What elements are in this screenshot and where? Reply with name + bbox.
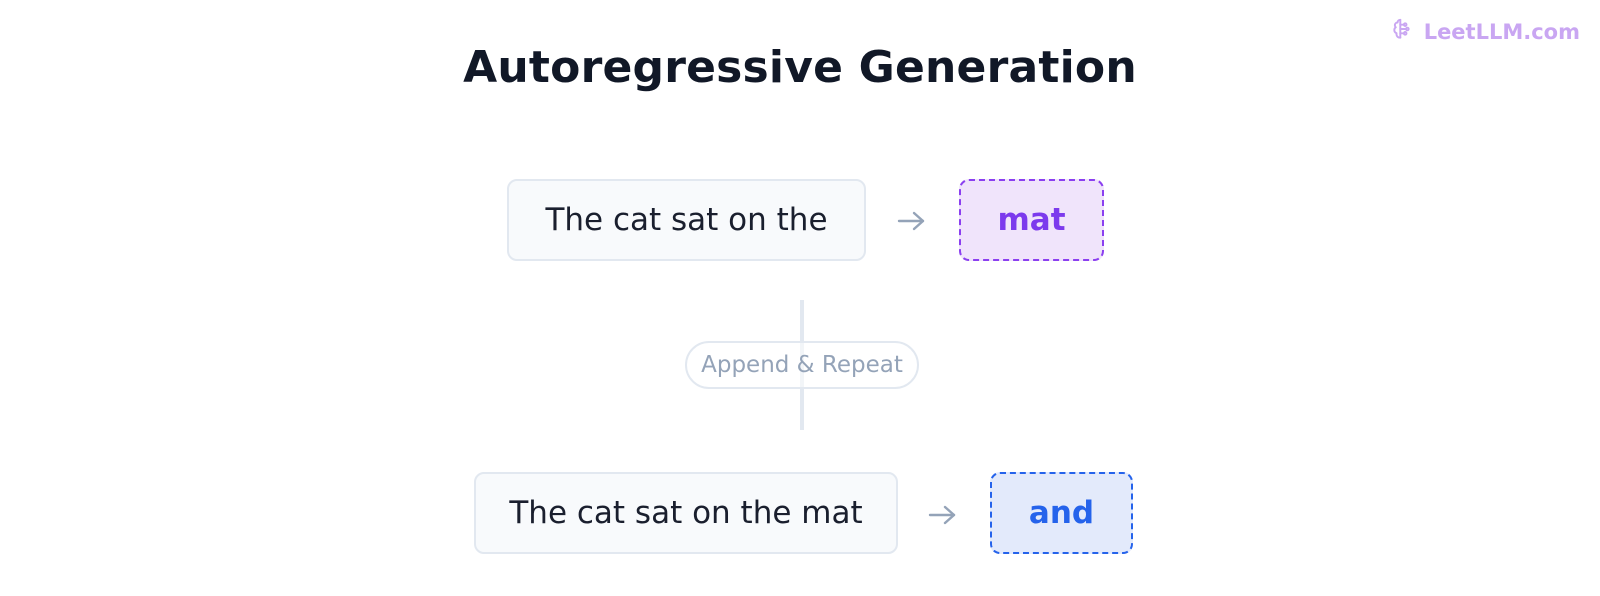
context-box-step-1: The cat sat on the — [507, 179, 866, 261]
loop-label: Append & Repeat — [685, 341, 919, 389]
brain-icon — [1390, 16, 1416, 47]
diagram-title: Autoregressive Generation — [463, 42, 1137, 93]
arrow-icon — [928, 505, 956, 525]
watermark: LeetLLM.com — [1390, 16, 1580, 47]
context-box-step-2: The cat sat on the mat — [474, 472, 898, 554]
next-token-box-step-2: and — [990, 472, 1133, 554]
arrow-icon — [897, 211, 925, 231]
next-token-box-step-1: mat — [959, 179, 1104, 261]
watermark-text: LeetLLM.com — [1423, 19, 1580, 44]
